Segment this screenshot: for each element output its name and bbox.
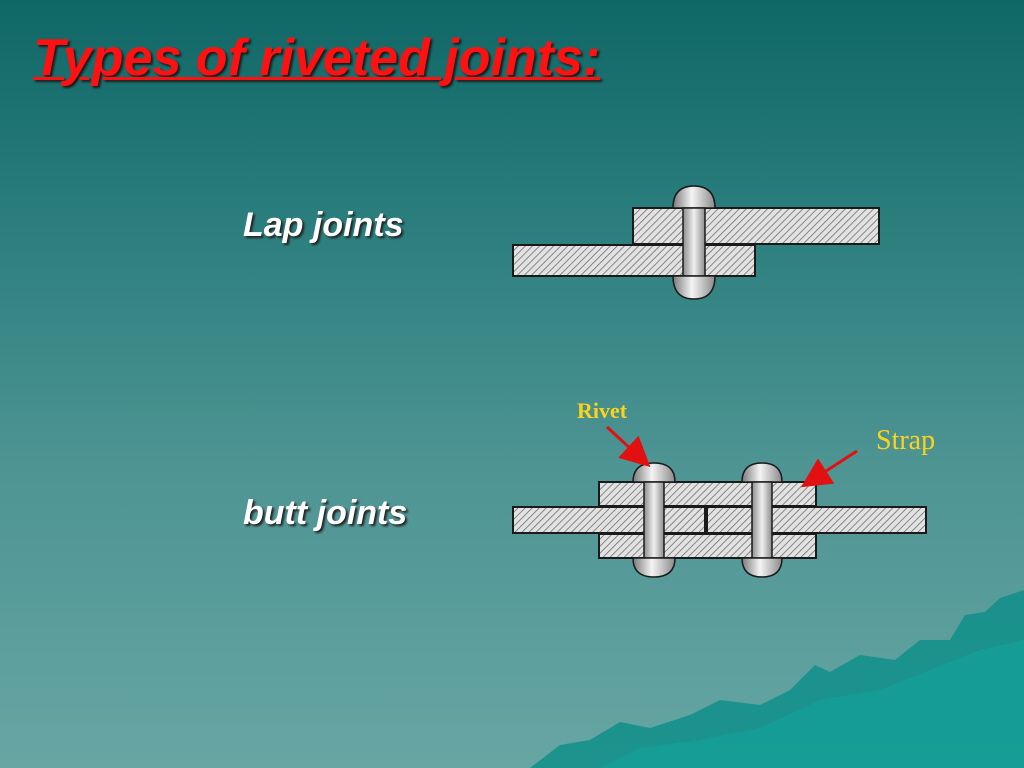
rivet-callout-arrow — [605, 425, 651, 468]
lap-joints-label: Lap joints — [243, 206, 404, 244]
lap-rivet-head-top — [672, 185, 716, 209]
butt-right-plate — [706, 506, 927, 534]
rivet-callout-label: Rivet — [577, 398, 628, 423]
butt-rivet-2-head-bottom — [741, 557, 783, 578]
strap-callout-label: Strap — [876, 425, 935, 456]
butt-bottom-strap — [598, 533, 817, 559]
butt-left-plate — [512, 506, 706, 534]
butt-rivet-2-head-top — [741, 462, 783, 483]
lap-joint-drawing — [512, 185, 880, 300]
butt-rivet-2-shank — [751, 481, 773, 559]
butt-rivet-1-head-top — [632, 462, 676, 483]
butt-top-strap — [598, 481, 817, 507]
butt-rivet-1-shank — [643, 481, 665, 559]
lap-rivet-head-bottom — [672, 275, 716, 300]
slide-title: Types of riveted joints: — [33, 29, 601, 87]
butt-rivet-1-head-bottom — [632, 557, 676, 578]
lap-rivet-shank — [682, 207, 706, 277]
strap-callout-arrow — [800, 449, 858, 488]
butt-joint-drawing — [512, 462, 927, 578]
rock-highlight — [600, 640, 1024, 768]
lap-bottom-plate — [512, 244, 756, 277]
lap-top-plate — [632, 207, 880, 245]
butt-joints-label: butt joints — [243, 494, 408, 532]
